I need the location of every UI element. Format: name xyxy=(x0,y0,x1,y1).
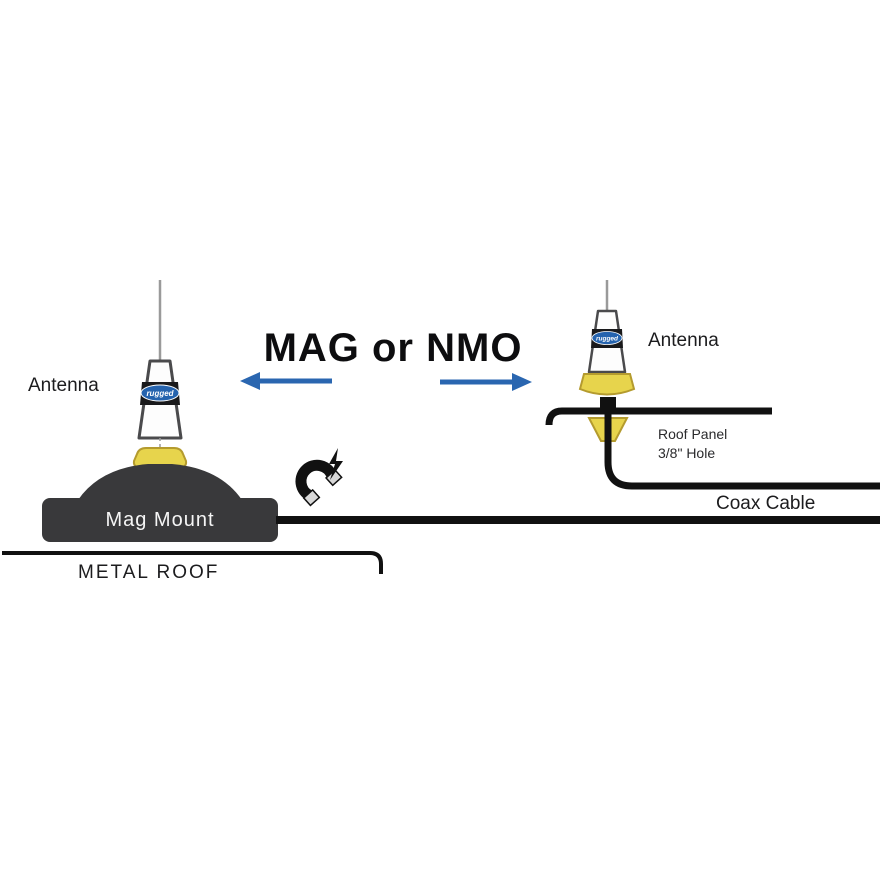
coax-cable-label: Coax Cable xyxy=(716,493,816,514)
magnet-horseshoe xyxy=(295,459,337,501)
metal-roof-label: METAL ROOF xyxy=(78,562,220,583)
mag-or-nmo-arrows xyxy=(240,372,532,391)
roof-panel-line xyxy=(545,407,772,426)
roof-panel-label-line2: 3/8" Hole xyxy=(658,444,716,461)
diagram-title: MAG or NMO xyxy=(263,326,523,370)
arrow-right-head-icon xyxy=(512,373,532,391)
nmo-gasket-yellow xyxy=(578,373,636,396)
mag-mount-base xyxy=(42,498,278,542)
magnet-pole-tip xyxy=(324,468,343,487)
lightning-bolt-icon xyxy=(329,448,343,480)
mag-mount-dome xyxy=(78,464,242,500)
rugged-logo-text: rugged xyxy=(596,336,619,343)
coax-cable-right xyxy=(604,414,880,490)
rugged-logo-text: rugged xyxy=(146,389,174,398)
mag-mount-label: Mag Mount xyxy=(105,509,215,531)
antenna-label-left: Antenna xyxy=(28,375,99,396)
antenna-label-right: Antenna xyxy=(648,330,719,351)
magnet-pole-tip xyxy=(302,488,321,507)
mag-mount-assembly: rugged xyxy=(42,280,278,542)
magnet-icon xyxy=(295,448,343,507)
metal-roof-line xyxy=(2,551,383,574)
nmo-mount-assembly: rugged xyxy=(545,280,880,490)
rugged-logo-icon xyxy=(140,384,180,402)
rugged-logo-icon xyxy=(591,331,623,345)
roof-panel-label: Roof Panel 3/8" Hole xyxy=(658,425,778,463)
roof-panel-label-line1: Roof Panel xyxy=(658,426,728,442)
arrow-left-head-icon xyxy=(240,372,260,390)
